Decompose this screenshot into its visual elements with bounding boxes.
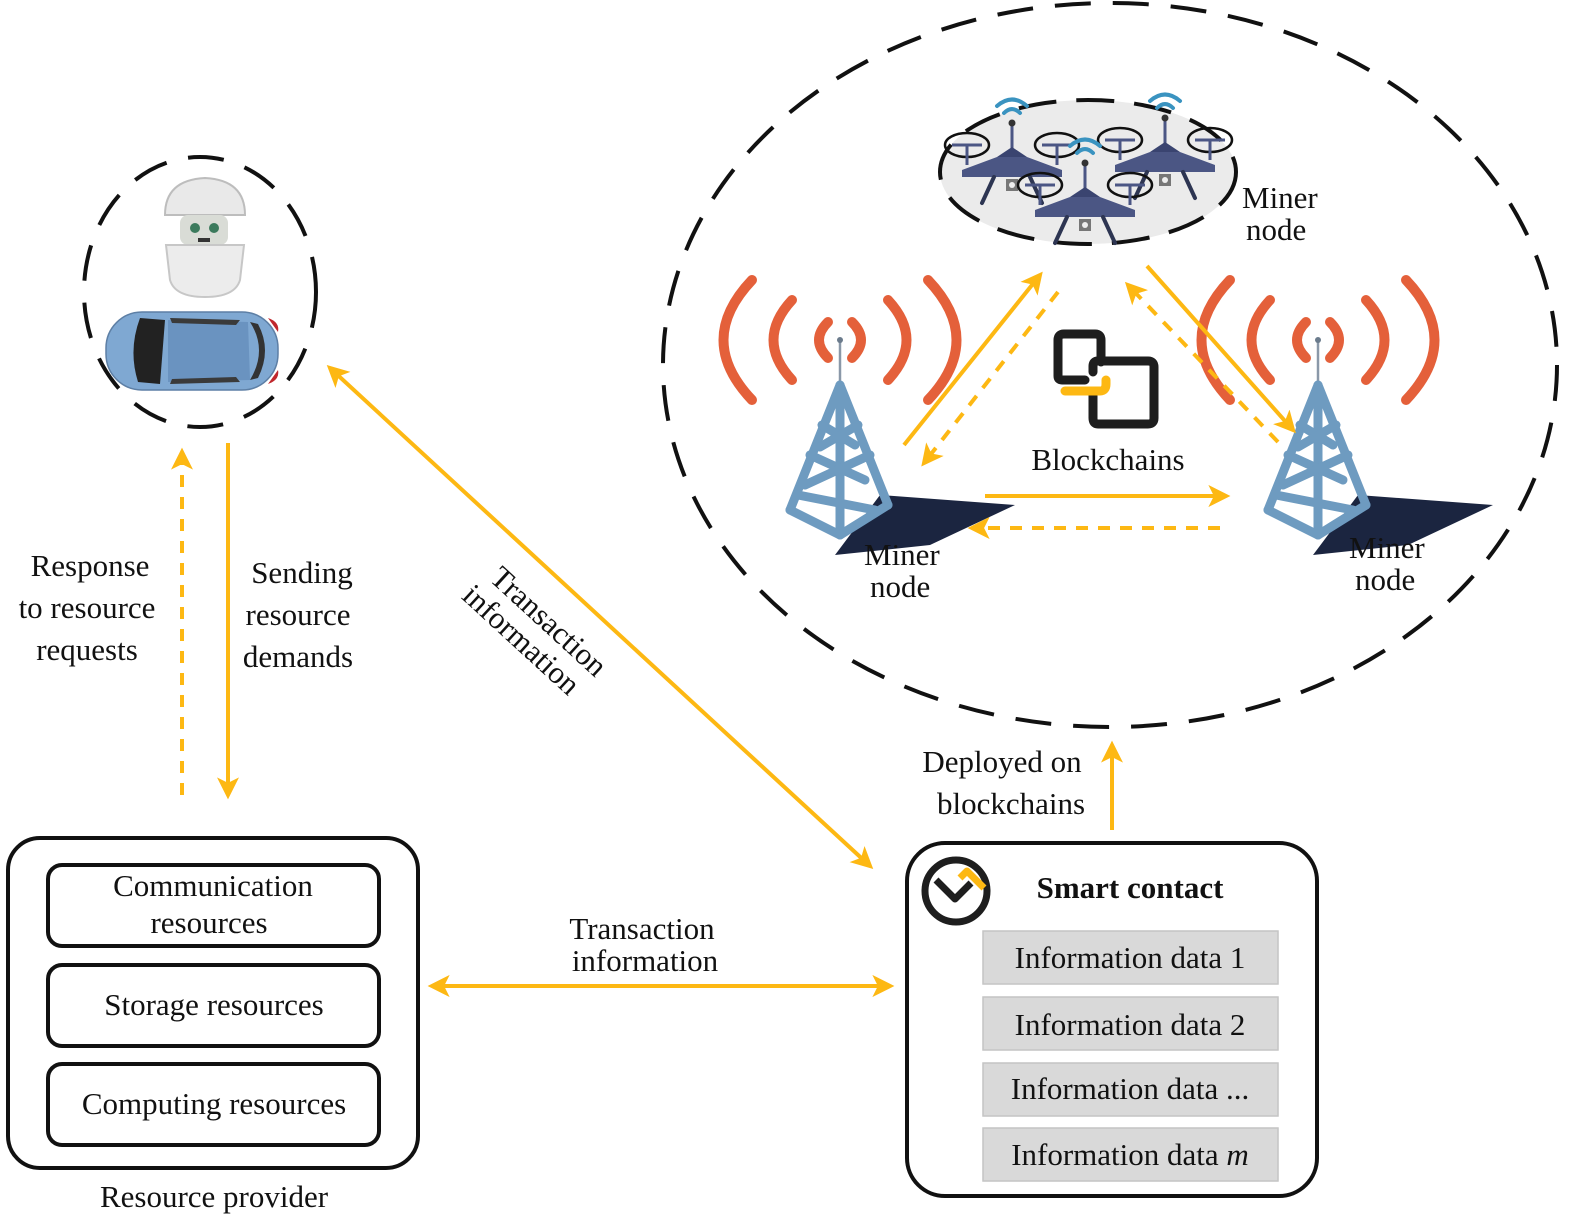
info-data-label: Information data 2	[1015, 1007, 1246, 1042]
response-label-line2: to resource	[19, 590, 156, 625]
smart-contract-box	[905, 841, 1319, 1198]
user-devices	[82, 155, 318, 429]
diagonal-transaction-arrow	[326, 365, 874, 869]
info-data-label: Information data m	[1011, 1137, 1249, 1172]
info-data-box	[982, 930, 1279, 985]
info-data-label: Information data ...	[1011, 1071, 1249, 1106]
network-boundary	[661, 1, 1559, 729]
miner-node-tower-left: Miner node	[724, 280, 1016, 604]
horizontal-label-line1: Transaction	[569, 911, 715, 946]
miner-node-label-line1: Miner	[1242, 180, 1318, 215]
sending-label-line2: resource	[246, 597, 351, 632]
device-provider-arrows	[171, 443, 239, 800]
vehicle-icon	[105, 311, 279, 391]
smart-contract-logo-icon	[921, 856, 991, 926]
communication-resources-line1: Communication	[113, 868, 313, 903]
arrow-drones-to-right-tower	[1145, 264, 1296, 434]
blockchains-label: Blockchains	[1031, 442, 1184, 477]
miner-node-label-line1: Miner	[1349, 530, 1425, 565]
deploy-label-line2: blockchains	[937, 786, 1085, 821]
chain-link-icon	[1053, 329, 1159, 429]
info-data-label: Information data 1	[1015, 940, 1246, 975]
arrow-right-tower-to-drones	[1124, 281, 1280, 444]
smart-contract: Smart contact Information data 1 Informa…	[905, 841, 1319, 1198]
miner-node-label-line1: Miner	[864, 537, 940, 572]
drone-swarm-boundary	[938, 98, 1238, 246]
arrow-drones-to-left-tower	[921, 290, 1060, 467]
computing-resources-label: Computing resources	[82, 1086, 346, 1121]
resource-provider: Communication resources Storage resource…	[6, 836, 420, 1214]
storage-resources-label: Storage resources	[104, 987, 324, 1022]
response-label-line3: requests	[36, 632, 138, 667]
storage-resources-box	[46, 963, 381, 1048]
info-data-box	[982, 1062, 1279, 1117]
info-data-label-text: Information data	[1011, 1137, 1226, 1172]
horizontal-label-line2: information	[572, 943, 719, 978]
communication-resources-box	[46, 863, 381, 948]
smart-contract-title: Smart contact	[1037, 870, 1224, 905]
info-data-box	[982, 1127, 1279, 1182]
user-devices-boundary	[82, 155, 318, 429]
sending-label-line3: demands	[243, 639, 353, 674]
deploy-label-line1: Deployed on	[922, 744, 1082, 779]
network-arrows	[902, 264, 1296, 539]
cell-tower-icon	[1268, 337, 1493, 555]
diagonal-transaction-label: Transaction information	[456, 559, 615, 702]
resource-provider-box	[6, 836, 420, 1170]
arrow-left-tower-to-drones	[902, 271, 1043, 447]
miner-node-label-line2: node	[870, 569, 930, 604]
info-data-index: m	[1226, 1137, 1248, 1172]
info-data-box	[982, 996, 1279, 1051]
computing-resources-box	[46, 1062, 381, 1147]
blockchain-network: Miner node Miner node Miner node Blockch…	[661, 1, 1559, 729]
robot-icon	[163, 176, 247, 299]
response-label-line1: Response	[31, 548, 150, 583]
miner-node-label-line2: node	[1355, 562, 1415, 597]
sending-label-line1: Sending	[251, 555, 353, 590]
miner-node-label-line2: node	[1246, 212, 1306, 247]
cell-tower-icon	[790, 337, 1015, 555]
resource-provider-title: Resource provider	[100, 1179, 329, 1214]
communication-resources-line2: resources	[150, 905, 267, 940]
miner-node-drones: Miner node	[938, 92, 1318, 247]
miner-node-tower-right: Miner node	[1202, 280, 1494, 597]
